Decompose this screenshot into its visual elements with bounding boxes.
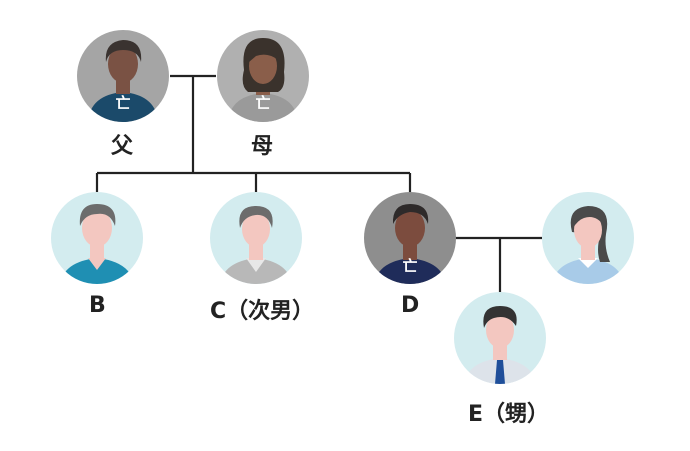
- b-face: [82, 209, 112, 247]
- avatar-d-spouse: [542, 192, 634, 284]
- e-tie: [495, 360, 505, 384]
- mother-shirt: [228, 93, 298, 122]
- father-hair: [105, 40, 142, 62]
- label-mother: 母: [251, 134, 274, 159]
- avatar-d: 亡: [364, 192, 456, 284]
- avatar-c: [210, 192, 302, 284]
- label-d: D: [401, 293, 420, 318]
- c-hair: [239, 206, 273, 228]
- label-e: E（甥）: [468, 402, 550, 427]
- d-shirt: [374, 258, 446, 284]
- label-b: B: [89, 293, 106, 318]
- father-face: [108, 45, 138, 83]
- d-deceased-mark: 亡: [402, 257, 417, 275]
- d-hair: [392, 204, 429, 224]
- spouse-shirt: [552, 258, 624, 284]
- avatar-e: [454, 292, 546, 384]
- father-shirt: [88, 92, 158, 122]
- e-face: [486, 312, 514, 348]
- avatar-mother: 亡: [217, 30, 309, 122]
- b-shirt: [60, 258, 134, 284]
- avatar-b: [51, 192, 143, 284]
- label-c: C（次男）: [210, 299, 315, 324]
- d-face: [395, 209, 425, 247]
- c-face: [242, 211, 270, 247]
- e-hair: [483, 306, 517, 328]
- label-father: 父: [111, 134, 134, 159]
- mother-face: [249, 48, 277, 84]
- father-deceased-mark: 亡: [115, 94, 130, 112]
- avatar-father: 亡: [77, 30, 169, 122]
- spouse-face: [574, 212, 602, 248]
- b-hair: [79, 204, 116, 226]
- mother-deceased-mark: 亡: [255, 94, 270, 112]
- connector-lines: [95, 74, 542, 292]
